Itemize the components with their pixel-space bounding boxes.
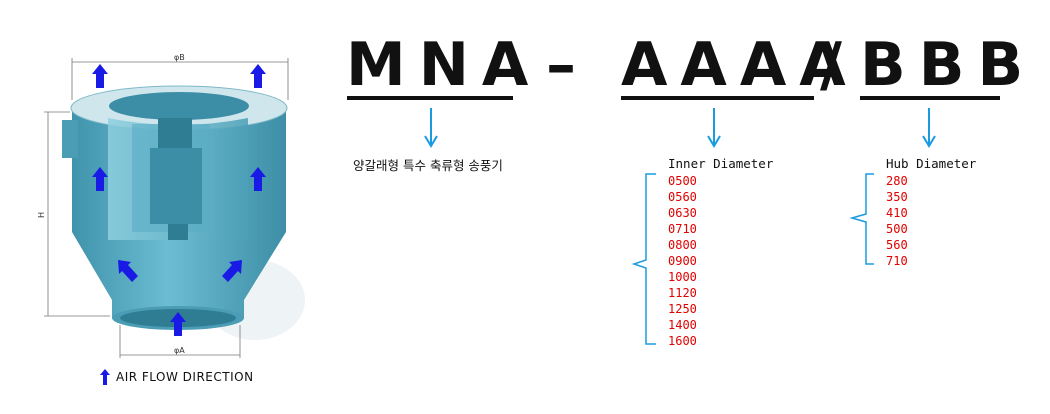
option-item: 1120 bbox=[668, 286, 697, 300]
option-item: 0500 bbox=[668, 174, 697, 188]
underline-hub bbox=[860, 96, 1000, 100]
option-item: 1600 bbox=[668, 334, 697, 348]
code-dash: – bbox=[546, 30, 589, 100]
code-hub: BBB bbox=[860, 30, 1037, 100]
option-item: 560 bbox=[886, 238, 908, 252]
airflow-arrow-icon bbox=[222, 260, 242, 282]
hub-diameter-options: 280 350 410 500 560 710 bbox=[886, 173, 908, 269]
top-diameter-label: φB bbox=[174, 53, 185, 62]
underline-model bbox=[347, 96, 513, 100]
code-slash: / bbox=[820, 30, 855, 100]
option-item: 0630 bbox=[668, 206, 697, 220]
code-inner: AAAA bbox=[621, 30, 859, 100]
pointer-arrow-hub-icon bbox=[922, 108, 936, 148]
bottom-diameter-label: φA bbox=[174, 346, 185, 355]
hub-diameter-title: Hub Diameter bbox=[886, 156, 977, 171]
code-model: MNA bbox=[346, 30, 542, 100]
airflow-arrows bbox=[92, 64, 266, 336]
model-description: 양갈래형 특수 축류형 송풍기 bbox=[353, 158, 503, 173]
option-item: 710 bbox=[886, 254, 908, 268]
option-item: 280 bbox=[886, 174, 908, 188]
inner-diameter-brace-icon bbox=[631, 173, 656, 345]
airflow-arrow-icon bbox=[170, 312, 186, 336]
pointer-arrow-inner-icon bbox=[707, 108, 721, 148]
inner-diameter-options: 0500 0560 0630 0710 0800 0900 1000 1120 1250 1400… bbox=[668, 173, 697, 349]
airflow-arrow-icon bbox=[92, 167, 108, 191]
fan-illustration: φB H φA bbox=[37, 53, 305, 358]
underline-inner bbox=[621, 96, 814, 100]
airflow-arrow-icon bbox=[250, 64, 266, 88]
airflow-legend: AIR FLOW DIRECTION bbox=[100, 369, 254, 385]
airflow-arrow-icon bbox=[92, 64, 108, 88]
option-item: 1000 bbox=[668, 270, 697, 284]
airflow-arrow-icon bbox=[118, 260, 138, 282]
inner-diameter-title: Inner Diameter bbox=[668, 156, 774, 171]
option-item: 1250 bbox=[668, 302, 697, 316]
option-item: 0800 bbox=[668, 238, 697, 252]
dimension-lines bbox=[44, 58, 289, 358]
airflow-arrow-icon bbox=[100, 369, 110, 385]
height-label: H bbox=[37, 212, 46, 218]
option-item: 410 bbox=[886, 206, 908, 220]
pointer-arrow-model-icon bbox=[424, 108, 438, 148]
option-item: 350 bbox=[886, 190, 908, 204]
option-item: 500 bbox=[886, 222, 908, 236]
option-item: 0710 bbox=[668, 222, 697, 236]
option-item: 0900 bbox=[668, 254, 697, 268]
airflow-arrow-icon bbox=[250, 167, 266, 191]
option-item: 0560 bbox=[668, 190, 697, 204]
hub-diameter-brace-icon bbox=[849, 173, 874, 265]
legend-label: AIR FLOW DIRECTION bbox=[116, 370, 254, 384]
option-item: 1400 bbox=[668, 318, 697, 332]
